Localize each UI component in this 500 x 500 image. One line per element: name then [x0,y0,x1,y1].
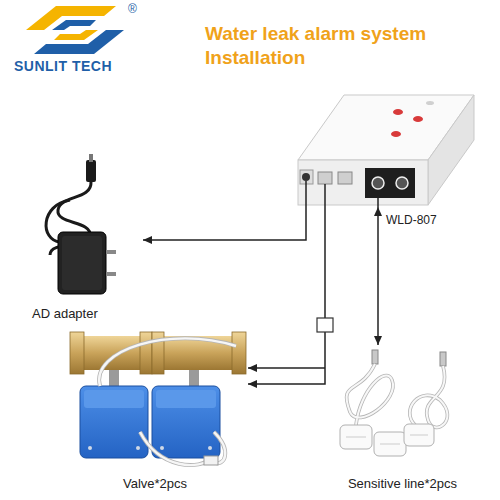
arrow-head [143,236,152,244]
valve-pair: Valve*2pcs [62,318,248,470]
valve-picture [88,446,92,450]
sensor-line-picture [346,437,366,438]
logo-mark [34,30,124,54]
connector [374,207,382,345]
junction-box [317,318,333,332]
valve-picture [70,332,84,374]
component-label: Valve*2pcs [62,476,248,491]
controller-device [396,177,408,189]
adapter-picture [46,154,116,294]
controller-device [305,181,307,207]
arrow-head [248,364,257,372]
sensor-line-picture [410,435,428,436]
valve-picture [99,338,236,386]
controller-device [391,131,401,137]
controller-device [428,95,474,205]
valve-picture [156,390,216,408]
controller-device [324,184,326,207]
logo-mark [54,30,98,40]
valve-picture [232,332,246,374]
diagram-title: Water leak alarm system Installation [205,22,470,70]
component-label: WLD-807 [386,213,474,228]
controller-unit: WLD-807 [298,92,474,207]
controller-device [302,173,310,181]
adapter-picture [89,154,93,162]
sensor-line-picture [404,424,434,446]
valve-picture [140,332,152,374]
sensor-line-picture [347,364,448,427]
valve-picture [204,456,218,465]
valve-picture [136,446,140,450]
arrow-head [374,336,382,345]
logo-mark [52,20,96,30]
controller-device [393,109,403,115]
controller-device [377,198,379,207]
connector-line [248,207,325,384]
connector-line [248,367,325,369]
controller-device [426,101,434,105]
connector [143,207,306,244]
adapter-picture [106,250,116,254]
valve-picture [99,338,236,386]
controller-device [372,177,384,189]
connector-line [377,207,379,345]
valve-picture [80,386,148,458]
sensor-line-picture [340,350,447,456]
controller-device [413,116,423,122]
component-label: Sensitive line*2pcs [335,476,470,491]
adapter-picture [62,236,102,290]
valve-picture [140,432,225,465]
adapter-picture [86,160,96,182]
sensor-line-picture [340,425,372,449]
valve-picture [84,390,144,408]
arrow-head [374,207,382,216]
logo-mark [26,6,116,30]
valve-picture [160,446,164,450]
connector-line [143,207,306,240]
adapter-picture [106,272,116,276]
controller-device [338,172,352,184]
adapter-picture [58,232,106,294]
power-adapter: AD adapter [28,158,143,300]
valve-picture [152,386,220,458]
valve-picture [70,332,246,465]
sensor-line-picture [347,364,448,427]
sensor-line-picture [380,444,400,445]
controller-device [298,160,428,205]
valve-picture [109,370,119,388]
sensor-lines: Sensitive line*2pcs [335,345,470,470]
registered-mark: ® [128,2,137,16]
controller-device [298,95,474,207]
sensor-line-picture [374,432,406,456]
connector [248,207,325,388]
controller-device [318,172,332,184]
valve-picture [189,370,199,388]
sensor-line-picture [372,350,378,364]
controller-device [365,168,415,198]
logo-mark [26,6,124,54]
brand-name: SUNLIT TECH [14,58,112,74]
valve-picture [208,446,212,450]
component-label: AD adapter [32,306,143,321]
sensor-line-picture [440,352,446,366]
valve-picture [140,432,225,465]
arrow-head [248,380,257,388]
